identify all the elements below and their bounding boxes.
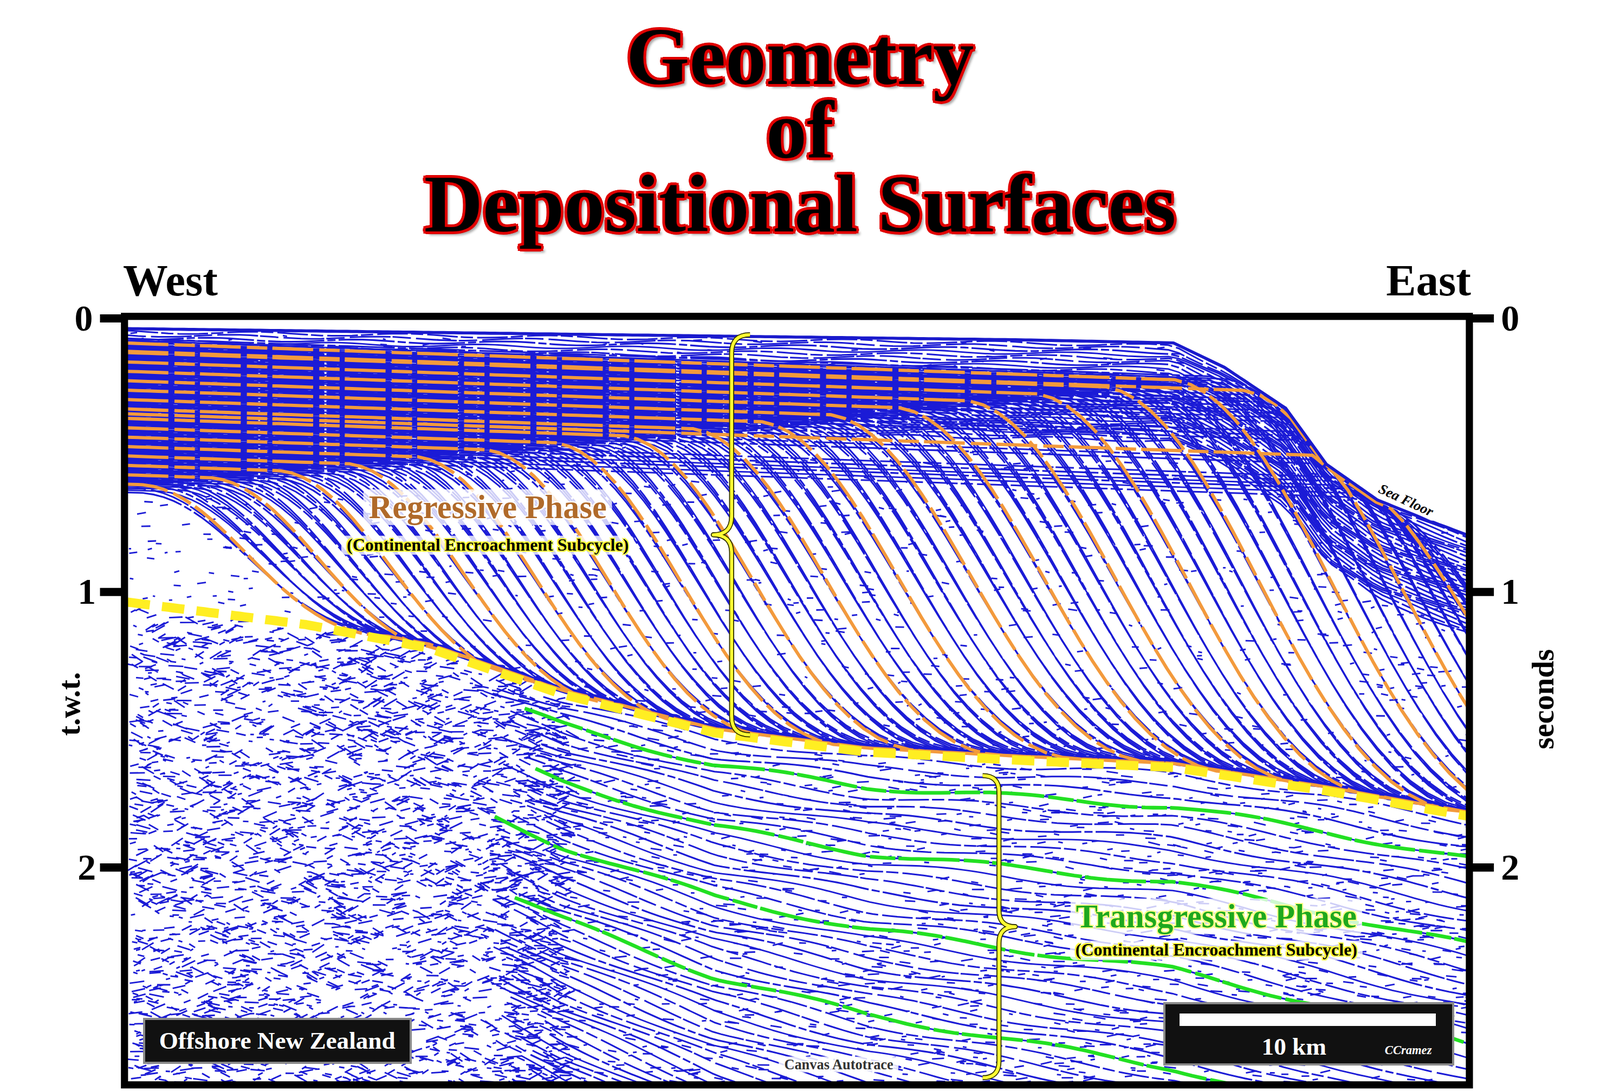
water-column — [127, 319, 1468, 537]
scale-box: 10 km CCramez — [1163, 1001, 1455, 1066]
watermark: Canvas Autotrace — [778, 1056, 899, 1073]
axis-tick-label: 0 — [1500, 298, 1520, 339]
sea-floor-label: Sea Floor — [1371, 478, 1441, 522]
seismic-reflector — [127, 337, 1468, 1082]
direction-label: West — [122, 255, 218, 306]
seismic-reflector — [127, 340, 1468, 1082]
axis-title: t.w.t. — [52, 672, 87, 737]
direction-label: East — [1385, 255, 1472, 306]
scale-bar — [1179, 1013, 1436, 1026]
seismic-reflectors — [127, 319, 1468, 1082]
phase-label: Regressive Phase — [363, 489, 613, 526]
brace-outline — [713, 334, 750, 735]
braces — [713, 334, 1015, 1078]
phase-label: Transgressive Phase — [1070, 898, 1363, 935]
section-frame — [124, 316, 1470, 1085]
brace — [713, 334, 750, 735]
brace — [982, 775, 1016, 1078]
axis-title: seconds — [1525, 648, 1560, 749]
location-box: Offshore New Zealand — [143, 1017, 412, 1065]
location-name: Offshore New Zealand — [159, 1027, 396, 1055]
axis-ticks — [100, 318, 1495, 868]
scale-value: 10 km — [1261, 1033, 1327, 1061]
title: Geometry of Depositional Surfaces — [0, 19, 1600, 241]
axis-tick-label: 1 — [1500, 571, 1520, 613]
axis-tick-label: 2 — [77, 847, 96, 889]
author-credit: CCramez — [1384, 1043, 1433, 1058]
transgressive-horizon — [494, 708, 1468, 1082]
sea-floor-line — [127, 328, 1468, 537]
axis-tick-label: 1 — [77, 571, 96, 613]
subcycle-label: (Continental Encroachment Subcycle) — [341, 535, 634, 555]
subcycle-label: (Continental Encroachment Subcycle) — [1070, 940, 1363, 960]
brace-outline — [982, 775, 1016, 1078]
axis-tick-label: 0 — [74, 298, 93, 339]
axis-tick-label: 2 — [1500, 847, 1520, 889]
unconformity-line — [127, 601, 1468, 818]
